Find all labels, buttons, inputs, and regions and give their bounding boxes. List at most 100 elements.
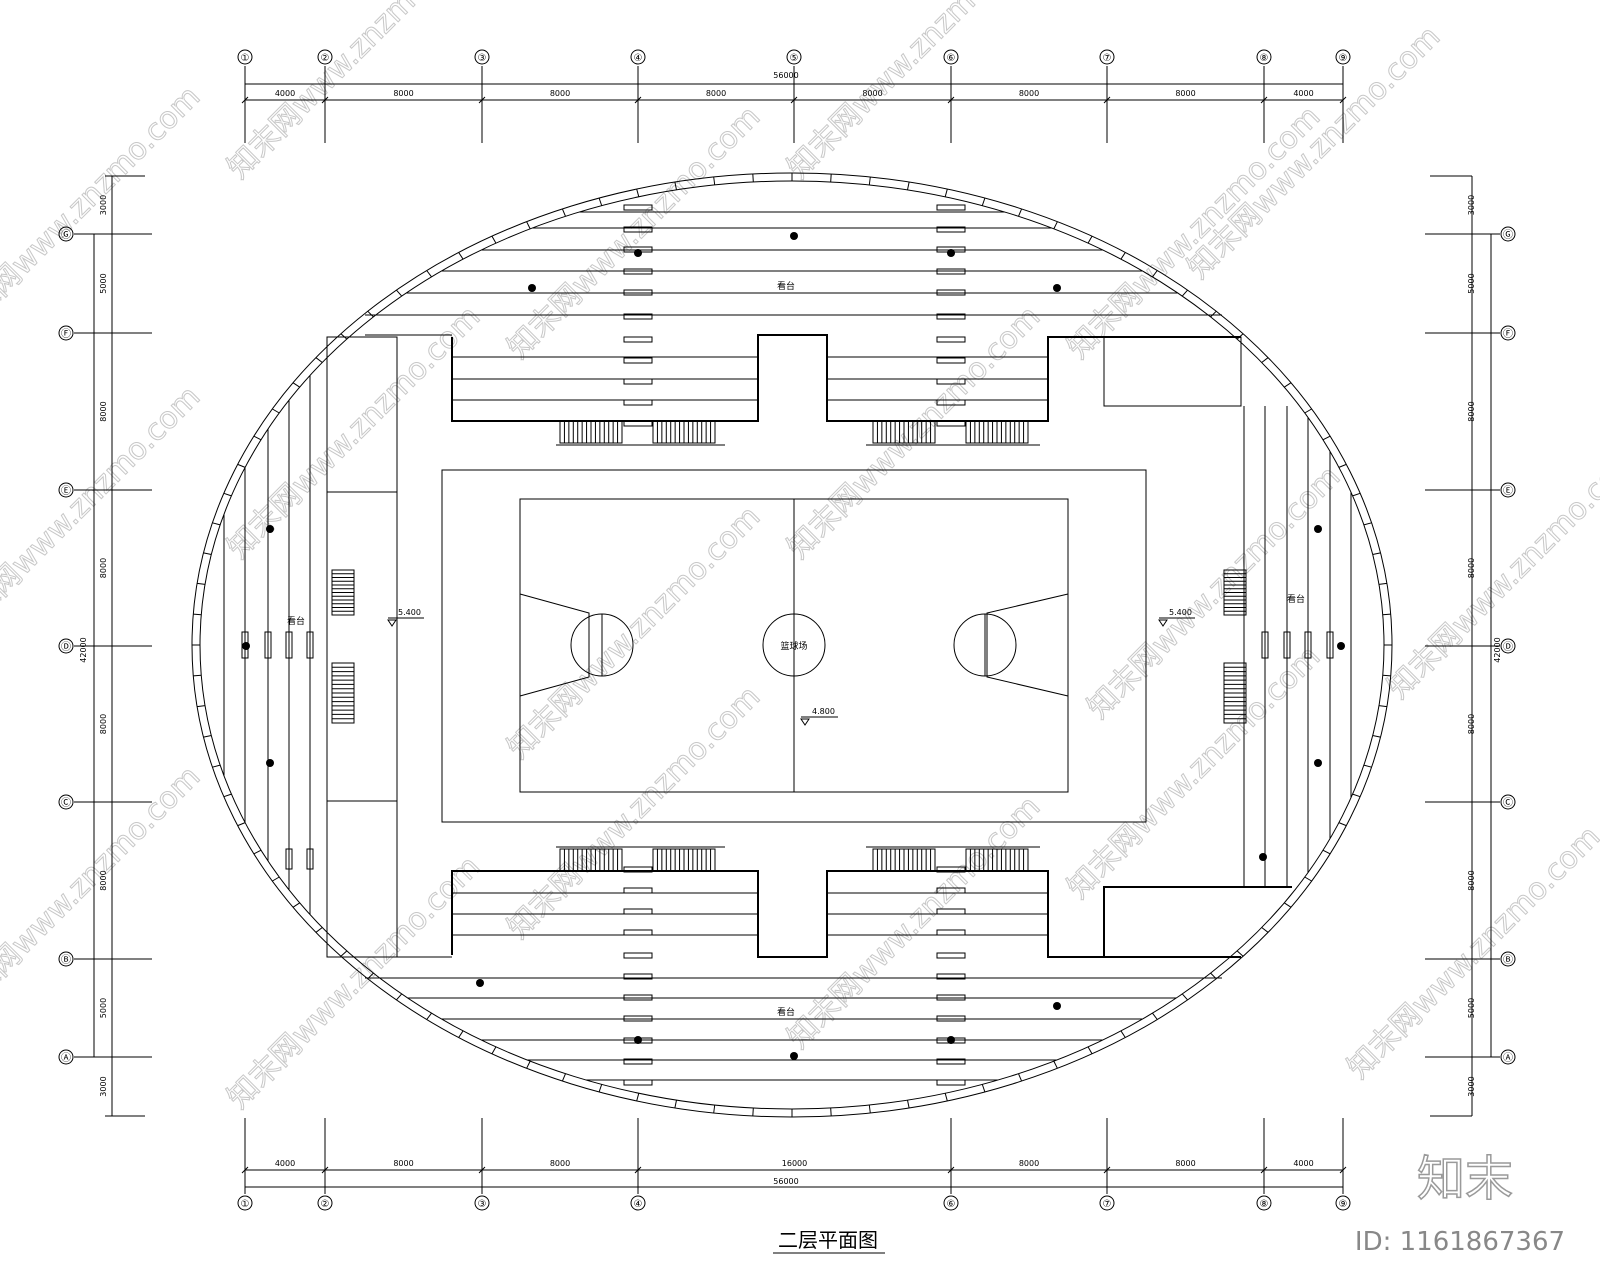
bottom-dim-tick [634,1166,642,1174]
facade-mullion [1087,235,1093,244]
facade-mullion [1363,522,1372,526]
top-axis-2: ② [321,53,330,64]
aisle-step-bottom-left [623,1058,653,1065]
top-dimension: 4000 [275,89,295,98]
facade-mullion [396,993,403,1001]
left-axis-6: Ⓐ [61,1052,71,1064]
right-axis-6-bubble [1500,1049,1516,1065]
facade-mullion [1236,333,1244,340]
facade-mullion [315,927,323,933]
watermark-id: ID: 1161867367 [1355,1227,1565,1257]
structural-column [1314,759,1322,767]
top-axis-6: ⑥ [947,53,956,64]
facade-mullion [1120,252,1126,260]
drawing-title: 二层平面图 [778,1228,878,1252]
facade-mullion [1053,221,1058,230]
left-dimension: 5000 [99,273,108,293]
facade-mullion [1261,927,1269,933]
right-seating-label: 看台 [1287,593,1305,605]
watermark-text: 知末网www.znzmo.com [1341,819,1600,1085]
aisle-step-bottom-left [623,952,653,959]
plan-labels: 56000 56000 42000 42000 看台 看台 看台 看台 篮球场 … [79,71,1565,1257]
structural-column [1314,525,1322,533]
right-axis-4-bubble [1500,794,1516,810]
facade-mullion [830,1107,832,1117]
left-key [519,593,590,697]
aisle-step-left [306,631,314,659]
top-dim-tick [947,96,955,104]
facade-mullion [868,176,871,186]
facade-mullion [292,902,301,908]
structural-column [266,525,274,533]
bottom-axis-4: ④ [634,1199,643,1210]
facade-mullion [1018,1073,1023,1082]
bottom-axis-3-bubble [474,1195,490,1211]
facade-mullion [340,333,348,340]
aisle-step-bottom-left [623,929,653,936]
aisle-step-bottom-right [936,952,966,959]
facade-mullion [193,613,202,616]
top-axis-1: ① [241,53,250,64]
watermark-text: 知末网www.znzmo.com [501,99,767,365]
aisle-step-bottom-right [936,929,966,936]
facade-mullion [1352,793,1361,798]
facade-mullion [636,1093,640,1102]
structural-column [476,979,484,987]
top-dim-tick [790,96,798,104]
facade-mullion [981,1084,986,1093]
watermark-text: 知末网www.znzmo.com [1181,19,1447,285]
facade-mullion [212,522,221,526]
watermark-text: 知末网www.znzmo.com [1381,439,1600,705]
facade-mullion [1352,492,1361,497]
facade-mullion [1152,270,1158,278]
aisle-step-bottom-right [936,866,966,873]
structural-column [266,759,274,767]
facade-mullion [1181,289,1188,297]
facade-mullion [1053,1060,1058,1069]
top-axis-4: ④ [634,53,643,64]
watermark-text: 知末网www.znzmo.com [221,0,487,186]
left-axis-0-bubble [58,226,74,242]
facade-mullion [1087,1046,1093,1055]
facade-mullion [526,221,531,230]
left-dimension: 8000 [99,714,108,734]
aisle-step-bottom-left [623,1079,653,1086]
aisle-step-left-lower [285,848,293,870]
aisle-step-bottom-right [936,908,966,915]
facade-mullion [1181,993,1188,1001]
facade-mullion [981,197,986,206]
bottom-dim-tick [478,1166,486,1174]
structural-column [1337,642,1345,650]
bottom-axis-6: ⑦ [1103,1199,1112,1210]
facade-mullion [1338,822,1347,827]
facade-mullion [237,463,246,468]
left-axis-5: Ⓑ [61,954,71,966]
right-level-text: 5.400 [1169,608,1192,617]
facade-mullion [1283,902,1292,908]
structural-column [1053,284,1061,292]
top-dimension: 8000 [862,89,882,98]
right-axis-0-bubble [1500,226,1516,242]
top-axis-8-bubble [1256,49,1272,65]
facade-mullion [491,235,497,244]
top-dim-tick [478,96,486,104]
bottom-axis-8-bubble [1335,1195,1351,1211]
aisle-step-top-right [936,226,966,233]
facade-mullion [636,188,640,197]
bottom-dimension: 8000 [1019,1159,1039,1168]
top-dimension: 8000 [550,89,570,98]
aisle-step-top-right [936,336,966,343]
facade-mullion [203,552,212,555]
bottom-axis-6-bubble [1099,1195,1115,1211]
facade-mullion [1372,735,1381,738]
bottom-dimension: 8000 [393,1159,413,1168]
facade-mullion [598,197,603,206]
right-dimension: 3000 [1467,195,1476,215]
facade-mullion [713,176,716,186]
top-axis-9-bubble [1335,49,1351,65]
aisle-step-left-lower [306,848,314,870]
facade-mullion [1382,613,1391,616]
structural-column [1053,1002,1061,1010]
aisle-step-top-left [623,313,653,320]
